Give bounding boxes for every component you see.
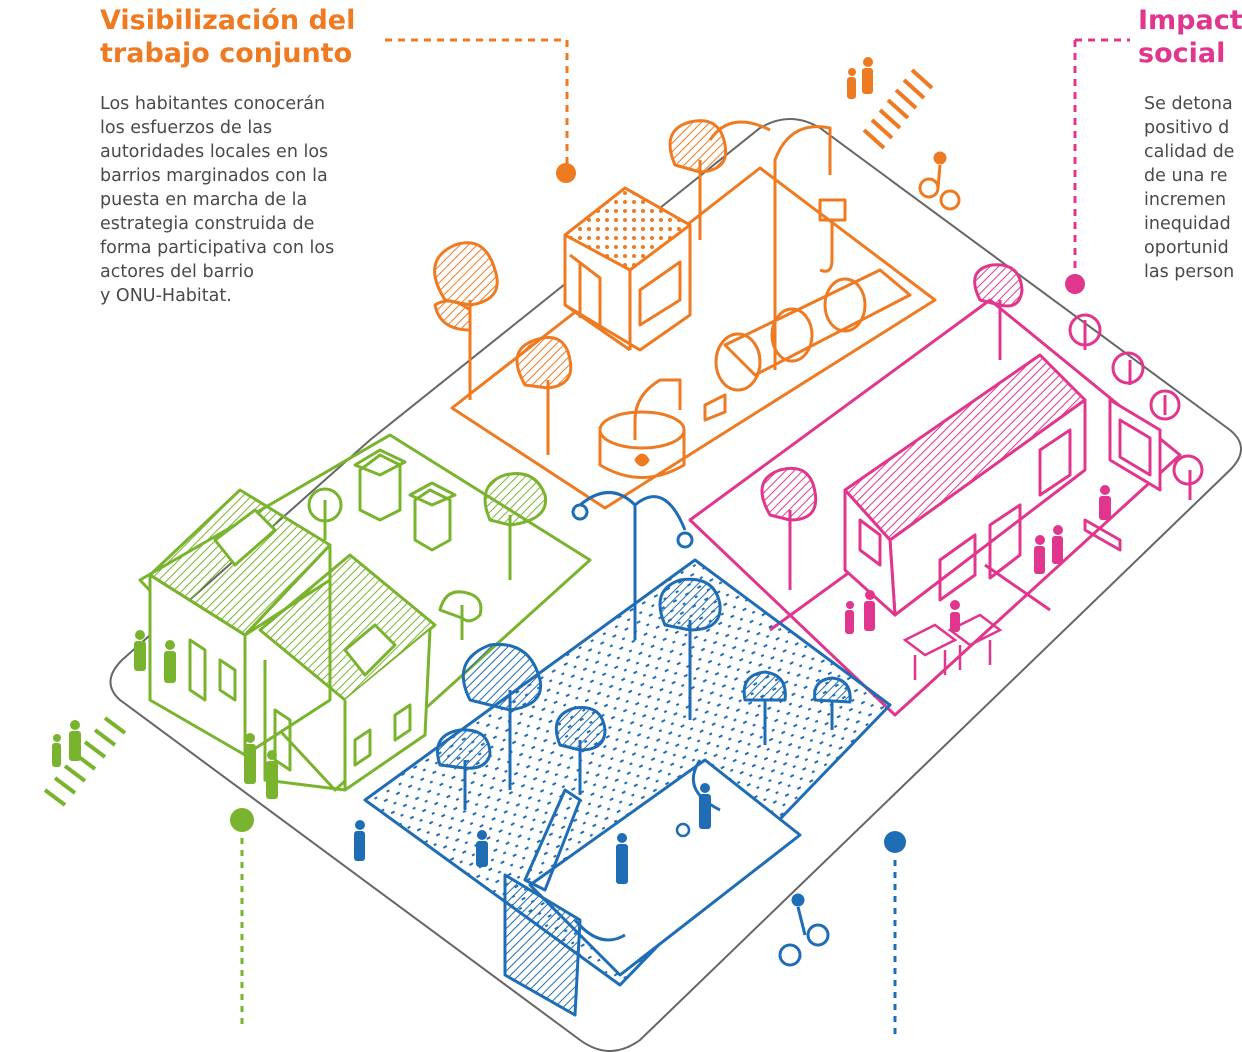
tree-icon: [438, 590, 483, 640]
tree-icon: [461, 642, 543, 790]
tree-icon: [307, 487, 343, 540]
pink-dot: [1065, 274, 1085, 294]
body-line: actores del barrio: [100, 262, 254, 282]
callout-impacto-social: Impact social Se detona positivo d calid…: [1138, 4, 1242, 284]
heading-line: social: [1138, 38, 1226, 69]
recycling-bin-icon: [408, 481, 457, 552]
heading-line: Impact: [1138, 5, 1242, 36]
person-icon: [134, 630, 278, 799]
orange-dot: [556, 163, 576, 183]
body-line: Se detona: [1144, 94, 1233, 114]
blue-parcel: [363, 491, 892, 1017]
callout-body: Se detona positivo d calidad de de una r…: [1144, 92, 1242, 284]
body-line: inequidad: [1144, 214, 1231, 234]
tree-icon: [433, 241, 499, 400]
body-line: Los habitantes conocerán: [100, 94, 326, 114]
pink-parcel: [688, 263, 1204, 717]
body-line: incremen: [1144, 190, 1227, 210]
tree-icon: [515, 336, 573, 455]
body-line: barrios marginados con la: [100, 166, 328, 186]
crosswalk-icon: [43, 716, 127, 807]
tree-icon: [973, 263, 1024, 360]
cyclist-icon: [918, 151, 961, 211]
cyclist-icon: [778, 893, 830, 967]
callout-heading: Visibilización del trabajo conjunto: [100, 4, 390, 70]
tree-icon: [1068, 313, 1102, 350]
blue-dot: [884, 831, 906, 853]
body-line: y ONU-Habitat.: [100, 286, 232, 306]
orange-parcel: [433, 119, 937, 510]
body-line: los esfuerzos de las: [100, 118, 273, 138]
crosswalk-icon: [862, 68, 934, 150]
body-line: de una re: [1144, 166, 1228, 186]
body-line: oportunid: [1144, 238, 1229, 258]
tree-icon: [1149, 389, 1181, 421]
body-line: las person: [1144, 262, 1235, 282]
tree-icon: [554, 705, 607, 795]
tree-icon: [1172, 454, 1204, 500]
heading-line: Visibilización del: [100, 5, 356, 36]
recycling-bin-icon: [353, 448, 407, 522]
body-line: forma participativa con los: [100, 238, 335, 258]
tree-icon: [813, 676, 852, 730]
green-parcel: [138, 433, 592, 792]
tree-icon: [760, 466, 818, 590]
tree-icon: [668, 119, 728, 240]
green-dot: [230, 808, 254, 832]
person-icon: [847, 57, 873, 99]
body-line: puesta en marcha de la: [100, 190, 308, 210]
pink-leader: [1073, 38, 1130, 275]
tree-icon: [658, 577, 722, 720]
block-outline: [109, 118, 1242, 1052]
orange-leader: [385, 38, 569, 165]
body-line: calidad de: [1144, 142, 1235, 162]
person-icon: [354, 783, 711, 884]
tables: [902, 613, 1003, 680]
person-icon: [845, 485, 1111, 634]
body-line: autoridades locales en los: [100, 142, 329, 162]
tree-icon: [483, 472, 548, 580]
callout-visibilizacion: Visibilización del trabajo conjunto Los …: [100, 4, 390, 308]
callout-heading: Impact social: [1138, 4, 1242, 70]
streetlamp-icon: [571, 491, 694, 640]
body-line: positivo d: [1144, 118, 1230, 138]
callout-body: Los habitantes conocerán los esfuerzos d…: [100, 92, 390, 308]
person-icon: [52, 720, 81, 767]
tree-icon: [1111, 351, 1145, 385]
tree-icon: [436, 728, 492, 810]
heading-line: trabajo conjunto: [100, 38, 353, 69]
tree-icon: [742, 670, 787, 745]
ball-icon: [675, 822, 691, 838]
body-line: estrategia construida de: [100, 214, 315, 234]
bench-icon: [1083, 518, 1122, 552]
